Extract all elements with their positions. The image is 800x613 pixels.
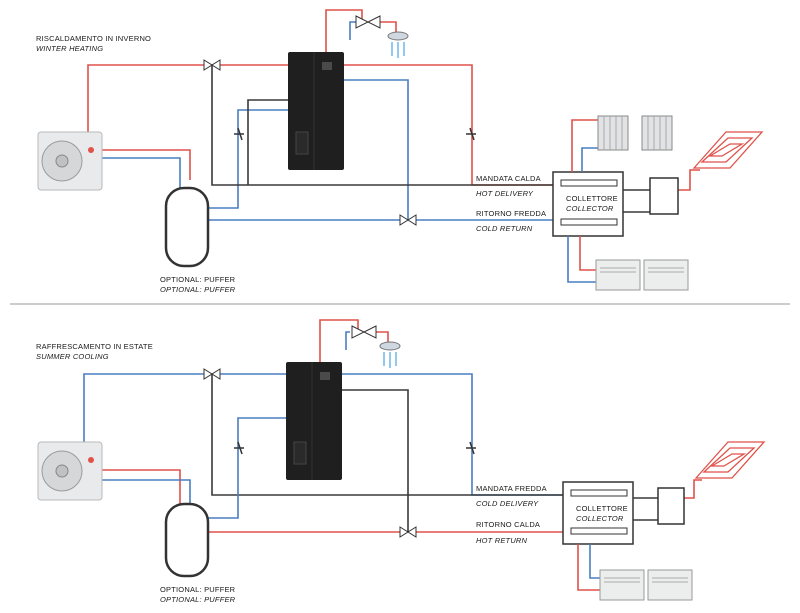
panel-title: RAFFRESCAMENTO IN ESTATE xyxy=(36,342,153,351)
panel-winter-heating: RISCALDAMENTO IN INVERNO WINTER HEATING … xyxy=(36,9,764,294)
hot-pipe-floor xyxy=(678,169,700,191)
cold-pipe-radiators xyxy=(581,147,600,172)
cold-pipe-loop xyxy=(208,417,290,519)
puffer-tank-icon xyxy=(164,186,210,268)
outdoor-unit-icon xyxy=(37,131,103,191)
return-label-en: COLD RETURN xyxy=(476,224,533,233)
mixing-valve-icon xyxy=(351,325,377,339)
shower-icon xyxy=(379,341,401,368)
collector-box: COLLETTORE COLLECTOR xyxy=(562,481,634,545)
three-way-valve-icon xyxy=(203,368,221,380)
hot-pipe-fancoil xyxy=(577,544,600,591)
underfloor-coil-icon xyxy=(694,441,766,479)
indoor-heat-pump-icon xyxy=(288,52,344,170)
panel-title: RISCALDAMENTO IN INVERNO xyxy=(36,34,151,43)
delivery-label: MANDATA CALDA xyxy=(476,174,541,183)
return-label-en: HOT RETURN xyxy=(476,536,528,545)
fan-coil-icon xyxy=(599,569,645,601)
hot-pipe-fancoil xyxy=(579,236,596,271)
return-label: RITORNO CALDA xyxy=(476,520,540,529)
shower-icon xyxy=(387,31,409,58)
cold-pipe-fancoil xyxy=(589,544,600,579)
collector-label-en: COLLECTOR xyxy=(576,514,624,523)
check-valve-icon xyxy=(466,127,476,141)
mixing-valve-icon xyxy=(355,15,381,29)
hot-pipe-puffer xyxy=(99,142,191,180)
check-valve-icon xyxy=(234,127,244,141)
control-box-icon xyxy=(649,177,679,215)
outdoor-unit-icon xyxy=(37,441,103,501)
cold-pipe-puffer xyxy=(100,479,191,504)
three-way-valve-icon xyxy=(399,214,417,226)
control-box-icon xyxy=(657,487,685,525)
collector-box: COLLETTORE COLLECTOR xyxy=(552,171,624,237)
puffer-label: OPTIONAL: PUFFER xyxy=(160,585,236,594)
cold-pipe-unit xyxy=(340,79,409,220)
collector-label-en: COLLECTOR xyxy=(566,204,614,213)
delivery-label: MANDATA FREDDA xyxy=(476,484,547,493)
radiator-icon xyxy=(597,115,629,151)
check-valve-icon xyxy=(466,441,476,455)
cold-pipe-tap xyxy=(349,21,356,40)
hot-pipe-outdoor xyxy=(100,469,181,504)
hot-pipe-floor xyxy=(684,479,702,499)
cold-pipe-tap xyxy=(345,331,350,350)
radiator-icon xyxy=(641,115,673,151)
delivery-label-en: COLD DELIVERY xyxy=(476,499,539,508)
puffer-tank-icon xyxy=(164,502,210,578)
underfloor-coil-icon xyxy=(692,131,764,169)
check-valve-icon xyxy=(234,441,244,455)
panel-summer-cooling: RAFFRESCAMENTO IN ESTATE SUMMER COOLING … xyxy=(36,319,766,604)
cold-pipe-fancoil xyxy=(567,236,596,283)
panel-subtitle: WINTER HEATING xyxy=(36,44,103,53)
neutral-pipe-unit xyxy=(247,99,290,185)
neutral-pipe-control xyxy=(623,189,650,213)
puffer-label-en: OPTIONAL: PUFFER xyxy=(160,595,236,604)
three-way-valve-icon xyxy=(399,526,417,538)
collector-label: COLLETTORE xyxy=(566,194,618,203)
indoor-heat-pump-icon xyxy=(286,362,342,480)
fan-coil-icon xyxy=(595,259,641,291)
neutral-pipe-bypass xyxy=(211,374,563,496)
hot-pipe-radiators xyxy=(571,119,600,172)
cold-pipe-outdoor xyxy=(100,157,181,188)
puffer-label-en: OPTIONAL: PUFFER xyxy=(160,285,236,294)
fan-coil-icon xyxy=(647,569,693,601)
return-label: RITORNO FREDDA xyxy=(476,209,546,218)
neutral-pipe-bypass xyxy=(211,65,553,186)
hot-pipe-shower xyxy=(319,319,359,366)
three-way-valve-icon xyxy=(203,59,221,71)
hot-pipe-shower xyxy=(325,9,363,55)
neutral-pipe-control xyxy=(633,497,658,521)
neutral-pipe-unit xyxy=(340,389,409,532)
panel-subtitle: SUMMER COOLING xyxy=(36,352,109,361)
collector-label: COLLETTORE xyxy=(576,504,628,513)
delivery-label-en: HOT DELIVERY xyxy=(476,189,534,198)
puffer-label: OPTIONAL: PUFFER xyxy=(160,275,236,284)
fan-coil-icon xyxy=(643,259,689,291)
cold-pipe-loop xyxy=(208,109,290,209)
